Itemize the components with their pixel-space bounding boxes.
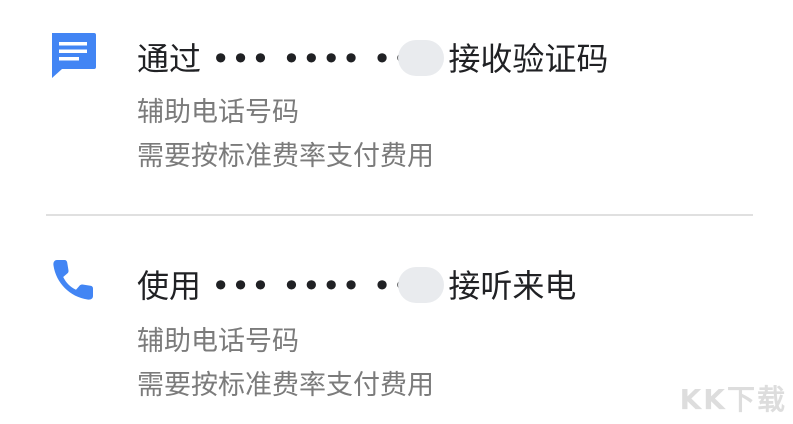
call-title-prefix: 使用 <box>137 267 202 305</box>
call-option-title: 使用 ••• •••• •• 接听来电 <box>137 266 576 306</box>
sms-option-fee-note: 需要按标准费率支付费用 <box>137 141 434 172</box>
sms-verification-option[interactable]: 通过 ••• •••• •• 接收验证码 辅助电话号码 需要按标准费率支付费用 <box>0 0 793 214</box>
option-divider <box>46 214 753 216</box>
sms-title-prefix: 通过 <box>137 40 202 78</box>
call-option-fee-note: 需要按标准费率支付费用 <box>137 370 434 401</box>
call-option-subtitle: 辅助电话号码 <box>137 326 299 357</box>
call-title-suffix: 接听来电 <box>448 267 577 305</box>
redaction-blur <box>398 267 445 303</box>
sms-title-suffix: 接收验证码 <box>448 40 609 78</box>
redaction-blur <box>398 40 445 76</box>
sms-masked-number: ••• •••• •• <box>211 40 413 78</box>
sms-option-subtitle: 辅助电话号码 <box>137 97 299 128</box>
phone-icon <box>53 260 93 300</box>
message-icon <box>52 33 96 78</box>
sms-option-title: 通过 ••• •••• •• 接收验证码 <box>137 39 608 79</box>
site-watermark: KK下载 <box>679 383 787 416</box>
call-verification-option[interactable]: 使用 ••• •••• •• 接听来电 辅助电话号码 需要按标准费率支付费用 <box>0 218 793 424</box>
call-masked-number: ••• •••• •• <box>211 267 413 305</box>
